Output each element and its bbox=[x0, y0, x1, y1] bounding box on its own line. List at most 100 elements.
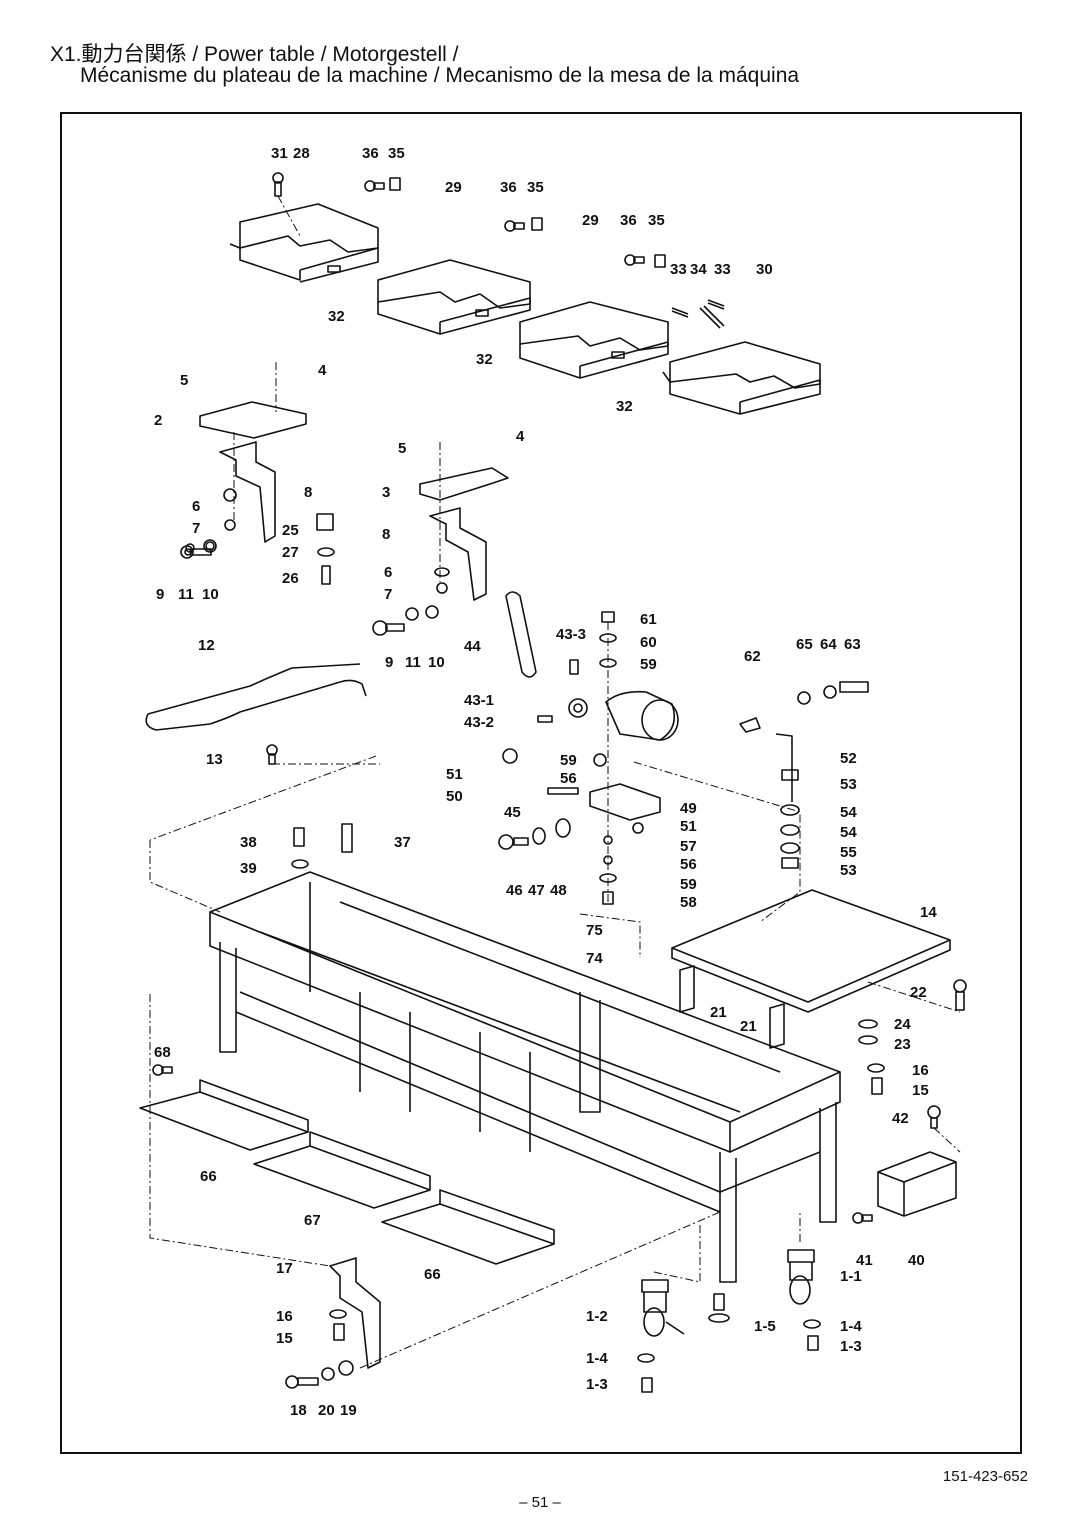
label-43-3: 43-3 bbox=[556, 626, 586, 643]
label-5b: 5 bbox=[398, 440, 406, 457]
label-54b: 54 bbox=[840, 824, 857, 841]
bracket-8-left bbox=[219, 441, 276, 543]
pin-33a bbox=[671, 307, 689, 318]
label-31: 31 bbox=[271, 145, 288, 162]
label-48: 48 bbox=[550, 882, 567, 899]
label-29b: 29 bbox=[582, 212, 599, 229]
cover-66a bbox=[139, 1079, 309, 1151]
label-30: 30 bbox=[756, 261, 773, 278]
plate-3 bbox=[419, 467, 509, 501]
screw-42 bbox=[927, 1105, 941, 1129]
bolt-31 bbox=[272, 172, 284, 197]
bracket-21b bbox=[769, 1003, 785, 1049]
nut-32b bbox=[475, 309, 489, 317]
label-28: 28 bbox=[293, 145, 310, 162]
label-1-3b: 1-3 bbox=[586, 1376, 608, 1393]
label-35b: 35 bbox=[527, 179, 544, 196]
label-21a: 21 bbox=[710, 1004, 727, 1021]
label-66b: 66 bbox=[424, 1266, 441, 1283]
label-40: 40 bbox=[908, 1252, 925, 1269]
label-44: 44 bbox=[464, 638, 481, 655]
label-6b: 6 bbox=[384, 564, 392, 581]
label-9a: 9 bbox=[156, 586, 164, 603]
label-6a: 6 bbox=[192, 498, 200, 515]
clamp-35a bbox=[389, 177, 401, 191]
label-60: 60 bbox=[640, 634, 657, 651]
hardware-25-27-26 bbox=[316, 513, 335, 585]
label-9b: 9 bbox=[385, 654, 393, 671]
label-4b: 4 bbox=[516, 428, 525, 445]
label-23: 23 bbox=[894, 1036, 911, 1053]
label-37: 37 bbox=[394, 834, 411, 851]
hardware-stack-left bbox=[180, 488, 237, 559]
motor-unit bbox=[537, 659, 679, 741]
washer-39 bbox=[291, 859, 309, 869]
document-number: 151-423-652 bbox=[942, 1468, 1028, 1485]
v-belt-44 bbox=[505, 591, 537, 678]
label-49: 49 bbox=[680, 800, 697, 817]
label-7b: 7 bbox=[384, 586, 392, 603]
label-68: 68 bbox=[154, 1044, 171, 1061]
label-38: 38 bbox=[240, 834, 257, 851]
label-55: 55 bbox=[840, 844, 857, 861]
washers-23-24 bbox=[858, 1019, 878, 1045]
label-1-3a: 1-3 bbox=[840, 1338, 862, 1355]
label-4a: 4 bbox=[318, 362, 327, 379]
label-15b: 15 bbox=[276, 1330, 293, 1347]
label-36b: 36 bbox=[500, 179, 517, 196]
label-1-4a: 1-4 bbox=[840, 1318, 862, 1335]
screw-36b bbox=[504, 220, 525, 232]
page-number: – 51 – bbox=[519, 1494, 561, 1511]
label-13: 13 bbox=[206, 751, 223, 768]
label-42: 42 bbox=[892, 1110, 909, 1127]
bracket-62 bbox=[739, 717, 761, 733]
label-11a: 11 bbox=[178, 586, 194, 603]
label-1-4b: 1-4 bbox=[586, 1350, 608, 1367]
label-10b: 10 bbox=[428, 654, 445, 671]
leveling-foot-1-5 bbox=[708, 1293, 730, 1323]
label-53a: 53 bbox=[840, 776, 857, 793]
label-17: 17 bbox=[276, 1260, 293, 1277]
label-56a: 56 bbox=[560, 770, 577, 787]
label-58: 58 bbox=[680, 894, 697, 911]
screw-68 bbox=[152, 1064, 173, 1076]
label-11b: 11 bbox=[405, 654, 421, 671]
caster-1-1 bbox=[787, 1249, 815, 1305]
plate-2 bbox=[199, 401, 307, 439]
label-46: 46 bbox=[506, 882, 523, 899]
label-56b: 56 bbox=[680, 856, 697, 873]
label-43-2: 43-2 bbox=[464, 714, 494, 731]
hardware-stack-center bbox=[372, 567, 450, 636]
label-66a: 66 bbox=[200, 1168, 217, 1185]
page-title-line1: X1.動力台関係 / Power table / Motorgestell / bbox=[50, 43, 459, 66]
label-57: 57 bbox=[680, 838, 697, 855]
label-74: 74 bbox=[586, 950, 603, 967]
bolt-18-19-20 bbox=[285, 1360, 354, 1389]
diagram-frame bbox=[60, 112, 1022, 1454]
screw-41 bbox=[852, 1212, 873, 1224]
label-43-1: 43-1 bbox=[464, 692, 494, 709]
label-35c: 35 bbox=[648, 212, 665, 229]
label-1-1: 1-1 bbox=[840, 1268, 862, 1285]
label-34: 34 bbox=[690, 261, 707, 278]
page-title-line2: Mécanisme du plateau de la machine / Mec… bbox=[80, 64, 800, 87]
leg-bracket-17 bbox=[329, 1257, 381, 1369]
label-59c: 59 bbox=[680, 876, 697, 893]
label-51b: 51 bbox=[680, 818, 697, 835]
label-26: 26 bbox=[282, 570, 299, 587]
clamp-35c bbox=[654, 254, 666, 268]
label-52: 52 bbox=[840, 750, 857, 767]
bracket-21a bbox=[679, 965, 695, 1013]
label-33b: 33 bbox=[714, 261, 731, 278]
label-32b: 32 bbox=[476, 351, 493, 368]
label-15a: 15 bbox=[912, 1082, 929, 1099]
label-64: 64 bbox=[820, 636, 837, 653]
bolt-22 bbox=[953, 979, 967, 1011]
label-59b: 59 bbox=[560, 752, 577, 769]
table-top-14 bbox=[671, 889, 951, 1013]
label-3: 3 bbox=[382, 484, 390, 501]
label-63: 63 bbox=[844, 636, 861, 653]
key-34 bbox=[699, 305, 725, 329]
label-62: 62 bbox=[744, 648, 761, 665]
cover-66b bbox=[381, 1189, 555, 1265]
